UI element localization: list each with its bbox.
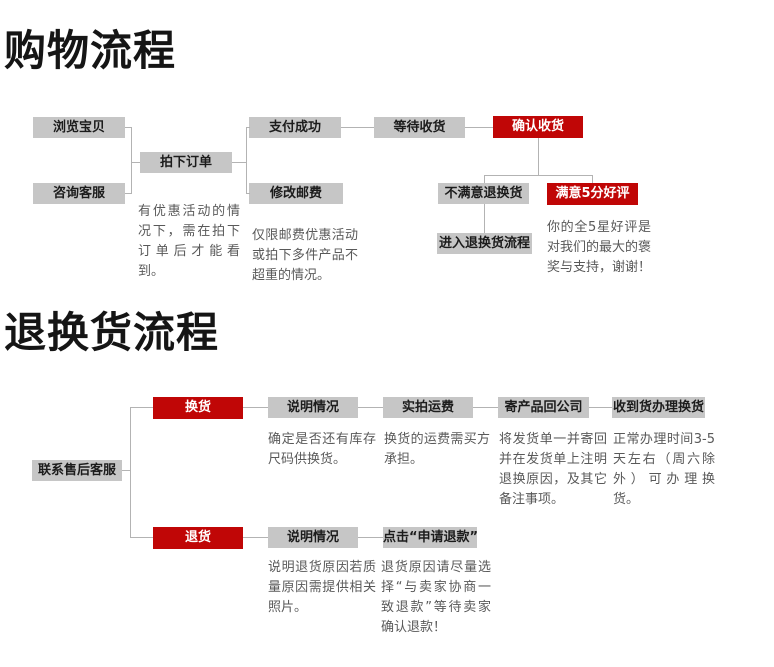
step-modify-postage: 修改邮费	[249, 183, 343, 204]
connector-line	[484, 175, 485, 183]
connector-line	[246, 127, 247, 194]
step-send-product-back: 寄产品回公司	[498, 397, 589, 418]
note-check-stock: 确定是否还有库存尺码供换货。	[268, 432, 376, 467]
step-actual-freight: 实拍运费	[383, 397, 473, 418]
step-explain-exchange: 说明情况	[268, 397, 358, 418]
connector-line	[130, 407, 131, 538]
step-confirm-receipt: 确认收货	[493, 116, 583, 138]
connector-line	[246, 193, 250, 194]
step-enter-return-flow: 进入退换货流程	[437, 233, 532, 254]
note-refund-choice: 退货原因请尽量选择“与卖家协商一致退款”等待卖家确认退款！	[381, 560, 491, 635]
step-return-goods: 退货	[153, 527, 243, 549]
step-explain-return: 说明情况	[268, 527, 358, 548]
note-processing-time: 正常办理时间3-5天左右（周六除外）可办理换货。	[613, 432, 715, 507]
connector-line	[465, 127, 493, 128]
step-payment-success: 支付成功	[249, 117, 341, 138]
note-send-back-info: 将发货单一并寄回并在发货单上注明退换原因，及其它备注事项。	[499, 432, 607, 507]
note-order-promo: 有优惠活动的情况下，需在拍下订单后才能看到。	[138, 204, 240, 279]
connector-line	[131, 127, 132, 194]
connector-line	[122, 470, 130, 471]
connector-line	[125, 127, 131, 128]
connector-line	[358, 407, 383, 408]
connector-line	[589, 407, 612, 408]
step-contact-aftersales: 联系售后客服	[32, 460, 122, 481]
section-title-return-process: 退换货流程	[4, 308, 220, 357]
step-place-order: 拍下订单	[140, 152, 232, 173]
note-return-reason: 说明退货原因若质量原因需提供相关照片。	[268, 560, 376, 615]
connector-line	[358, 537, 383, 538]
step-consult-service: 咨询客服	[33, 183, 125, 204]
connector-line	[243, 537, 268, 538]
connector-line	[473, 407, 498, 408]
connector-line	[130, 537, 153, 538]
connector-line	[243, 407, 268, 408]
connector-line	[131, 162, 140, 163]
step-unsatisfied-return: 不满意退换货	[438, 183, 529, 204]
connector-line	[246, 127, 250, 128]
step-exchange: 换货	[153, 397, 243, 419]
connector-line	[232, 162, 246, 163]
note-postage-limit: 仅限邮费优惠活动或拍下多件产品不超重的情况。	[252, 228, 358, 283]
step-browse-items: 浏览宝贝	[33, 117, 125, 138]
step-click-apply-refund: 点击“申请退款”	[383, 527, 477, 548]
connector-line	[341, 127, 374, 128]
connector-line	[484, 204, 485, 233]
connector-line	[484, 175, 593, 176]
step-wait-delivery: 等待收货	[374, 117, 465, 138]
connector-line	[130, 407, 153, 408]
connector-line	[125, 193, 131, 194]
note-freight-buyer: 换货的运费需买方承担。	[384, 432, 490, 467]
section-title-shopping-process: 购物流程	[4, 26, 177, 75]
step-satisfied-review: 满意5分好评	[547, 183, 638, 205]
connector-line	[538, 138, 539, 175]
step-receive-exchange: 收到货办理换货	[612, 397, 705, 418]
connector-line	[592, 175, 593, 183]
note-praise-thanks: 你的全5星好评是对我们的最大的褒奖与支持，谢谢！	[547, 220, 652, 275]
